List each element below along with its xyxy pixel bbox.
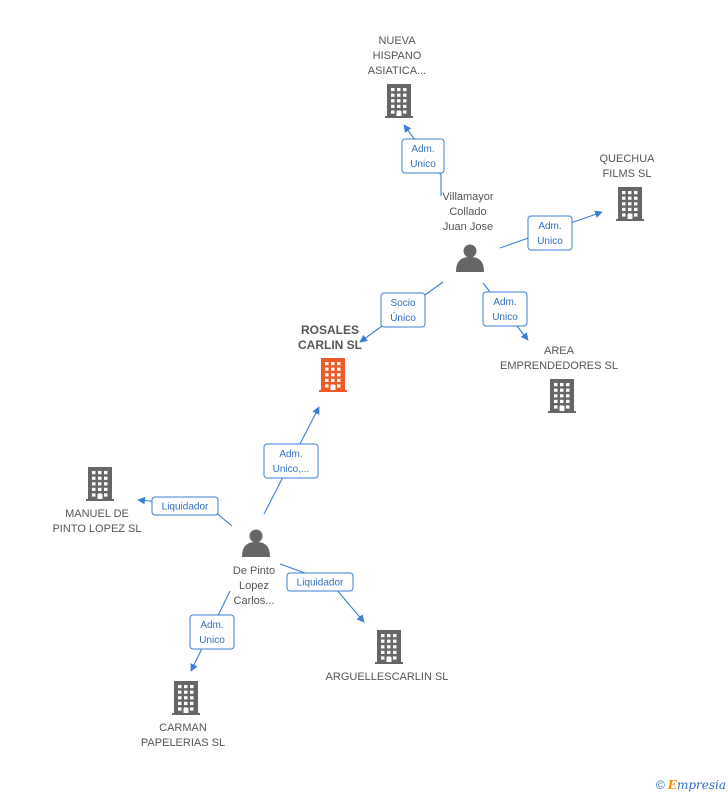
company-node-nueva[interactable]: NUEVA HISPANO ASIATICA... [368,35,426,118]
relation-label: Adm. [200,620,223,631]
node-label: CARLIN SL [298,338,362,352]
edge-depinto-arguelles: Liquidador [279,563,365,623]
building-icon [616,187,644,221]
edge-depinto-carman: Adm. Unico [189,590,235,672]
relation-label: Unico [537,236,563,247]
relation-label: Liquidador [162,502,209,513]
relation-badge[interactable]: Adm. Unico [189,614,235,650]
node-label: FILMS SL [603,168,652,180]
edge-villamayor-area: Adm. Unico [482,282,529,341]
edge-villamayor-nueva: Adm. Unico [401,124,445,196]
relation-label: Único [390,311,416,324]
relation-badge[interactable]: Adm. Unico [527,215,573,251]
node-label: EMPRENDEDORES SL [500,360,618,372]
node-label: PINTO LOPEZ SL [52,523,141,535]
node-label: ASIATICA... [368,65,426,77]
node-label: Collado [449,206,486,218]
brand-name: mpresia [676,778,726,792]
edge-villamayor-quechua: Adm. Unico [499,210,603,251]
person-node-depinto[interactable]: De PintoLopezCarlos... [233,529,275,608]
person-icon [456,244,484,272]
node-label: NUEVA [378,35,416,47]
edge-depinto-manuel: Liquidador [137,496,233,527]
relation-badge[interactable]: Liquidador [286,572,354,592]
relation-label: Adm. [279,449,302,460]
building-icon [172,681,200,715]
relation-label: Adm. [538,221,561,232]
relation-label: Socio [390,298,415,309]
node-label: QUECHUA [599,153,655,165]
node-label: CARMAN [159,722,207,734]
relation-label: Adm. [493,297,516,308]
relation-label: Unico [199,635,225,646]
node-label: Juan Jose [443,221,493,233]
relation-label: Unico [410,159,436,170]
node-label: Carlos... [234,595,275,607]
brand-initial: E [667,778,677,792]
node-label: PAPELERIAS SL [141,737,225,749]
copyright-icon: © [655,778,665,792]
company-node-manuel[interactable]: MANUEL DE PINTO LOPEZ SL [52,467,142,535]
building-icon [375,630,403,664]
node-label: Lopez [239,580,269,592]
company-node-arguelles[interactable]: ARGUELLESCARLIN SL [326,630,449,683]
relation-label: Unico [492,312,518,323]
relation-badge[interactable]: Liquidador [151,496,219,516]
building-icon [548,379,576,413]
node-label: De Pinto [233,565,275,577]
relation-badge[interactable]: Adm. Unico [401,138,445,174]
company-node-area[interactable]: AREA EMPRENDEDORES SL [500,345,618,413]
relation-badge[interactable]: Adm. Unico,... [263,443,319,479]
building-icon [385,84,413,118]
building-icon [86,467,114,501]
node-label: AREA [544,345,575,357]
edge-depinto-rosales: Adm. Unico,... [263,406,320,515]
relation-label: Unico,... [273,464,310,475]
main-building-icon [319,358,347,392]
node-label: ARGUELLESCARLIN SL [326,671,449,683]
brand-credit[interactable]: ©Empresia [656,778,726,792]
edges-layer: Adm.UnicoAdm.UnicoSocioÚnicoAdm.UnicoAdm… [137,124,603,672]
relation-label: Adm. [411,144,434,155]
node-label: HISPANO [373,50,422,62]
node-label: MANUEL DE [65,508,129,520]
relation-badge[interactable]: Adm. Unico [482,291,528,327]
relation-label: Liquidador [297,578,344,589]
node-label: ROSALES [301,323,359,337]
company-node-quechua[interactable]: QUECHUA FILMS SL [599,153,655,221]
company-node-carman[interactable]: CARMAN PAPELERIAS SL [141,681,225,749]
person-icon [242,529,270,557]
node-label: Villamayor [442,191,493,203]
